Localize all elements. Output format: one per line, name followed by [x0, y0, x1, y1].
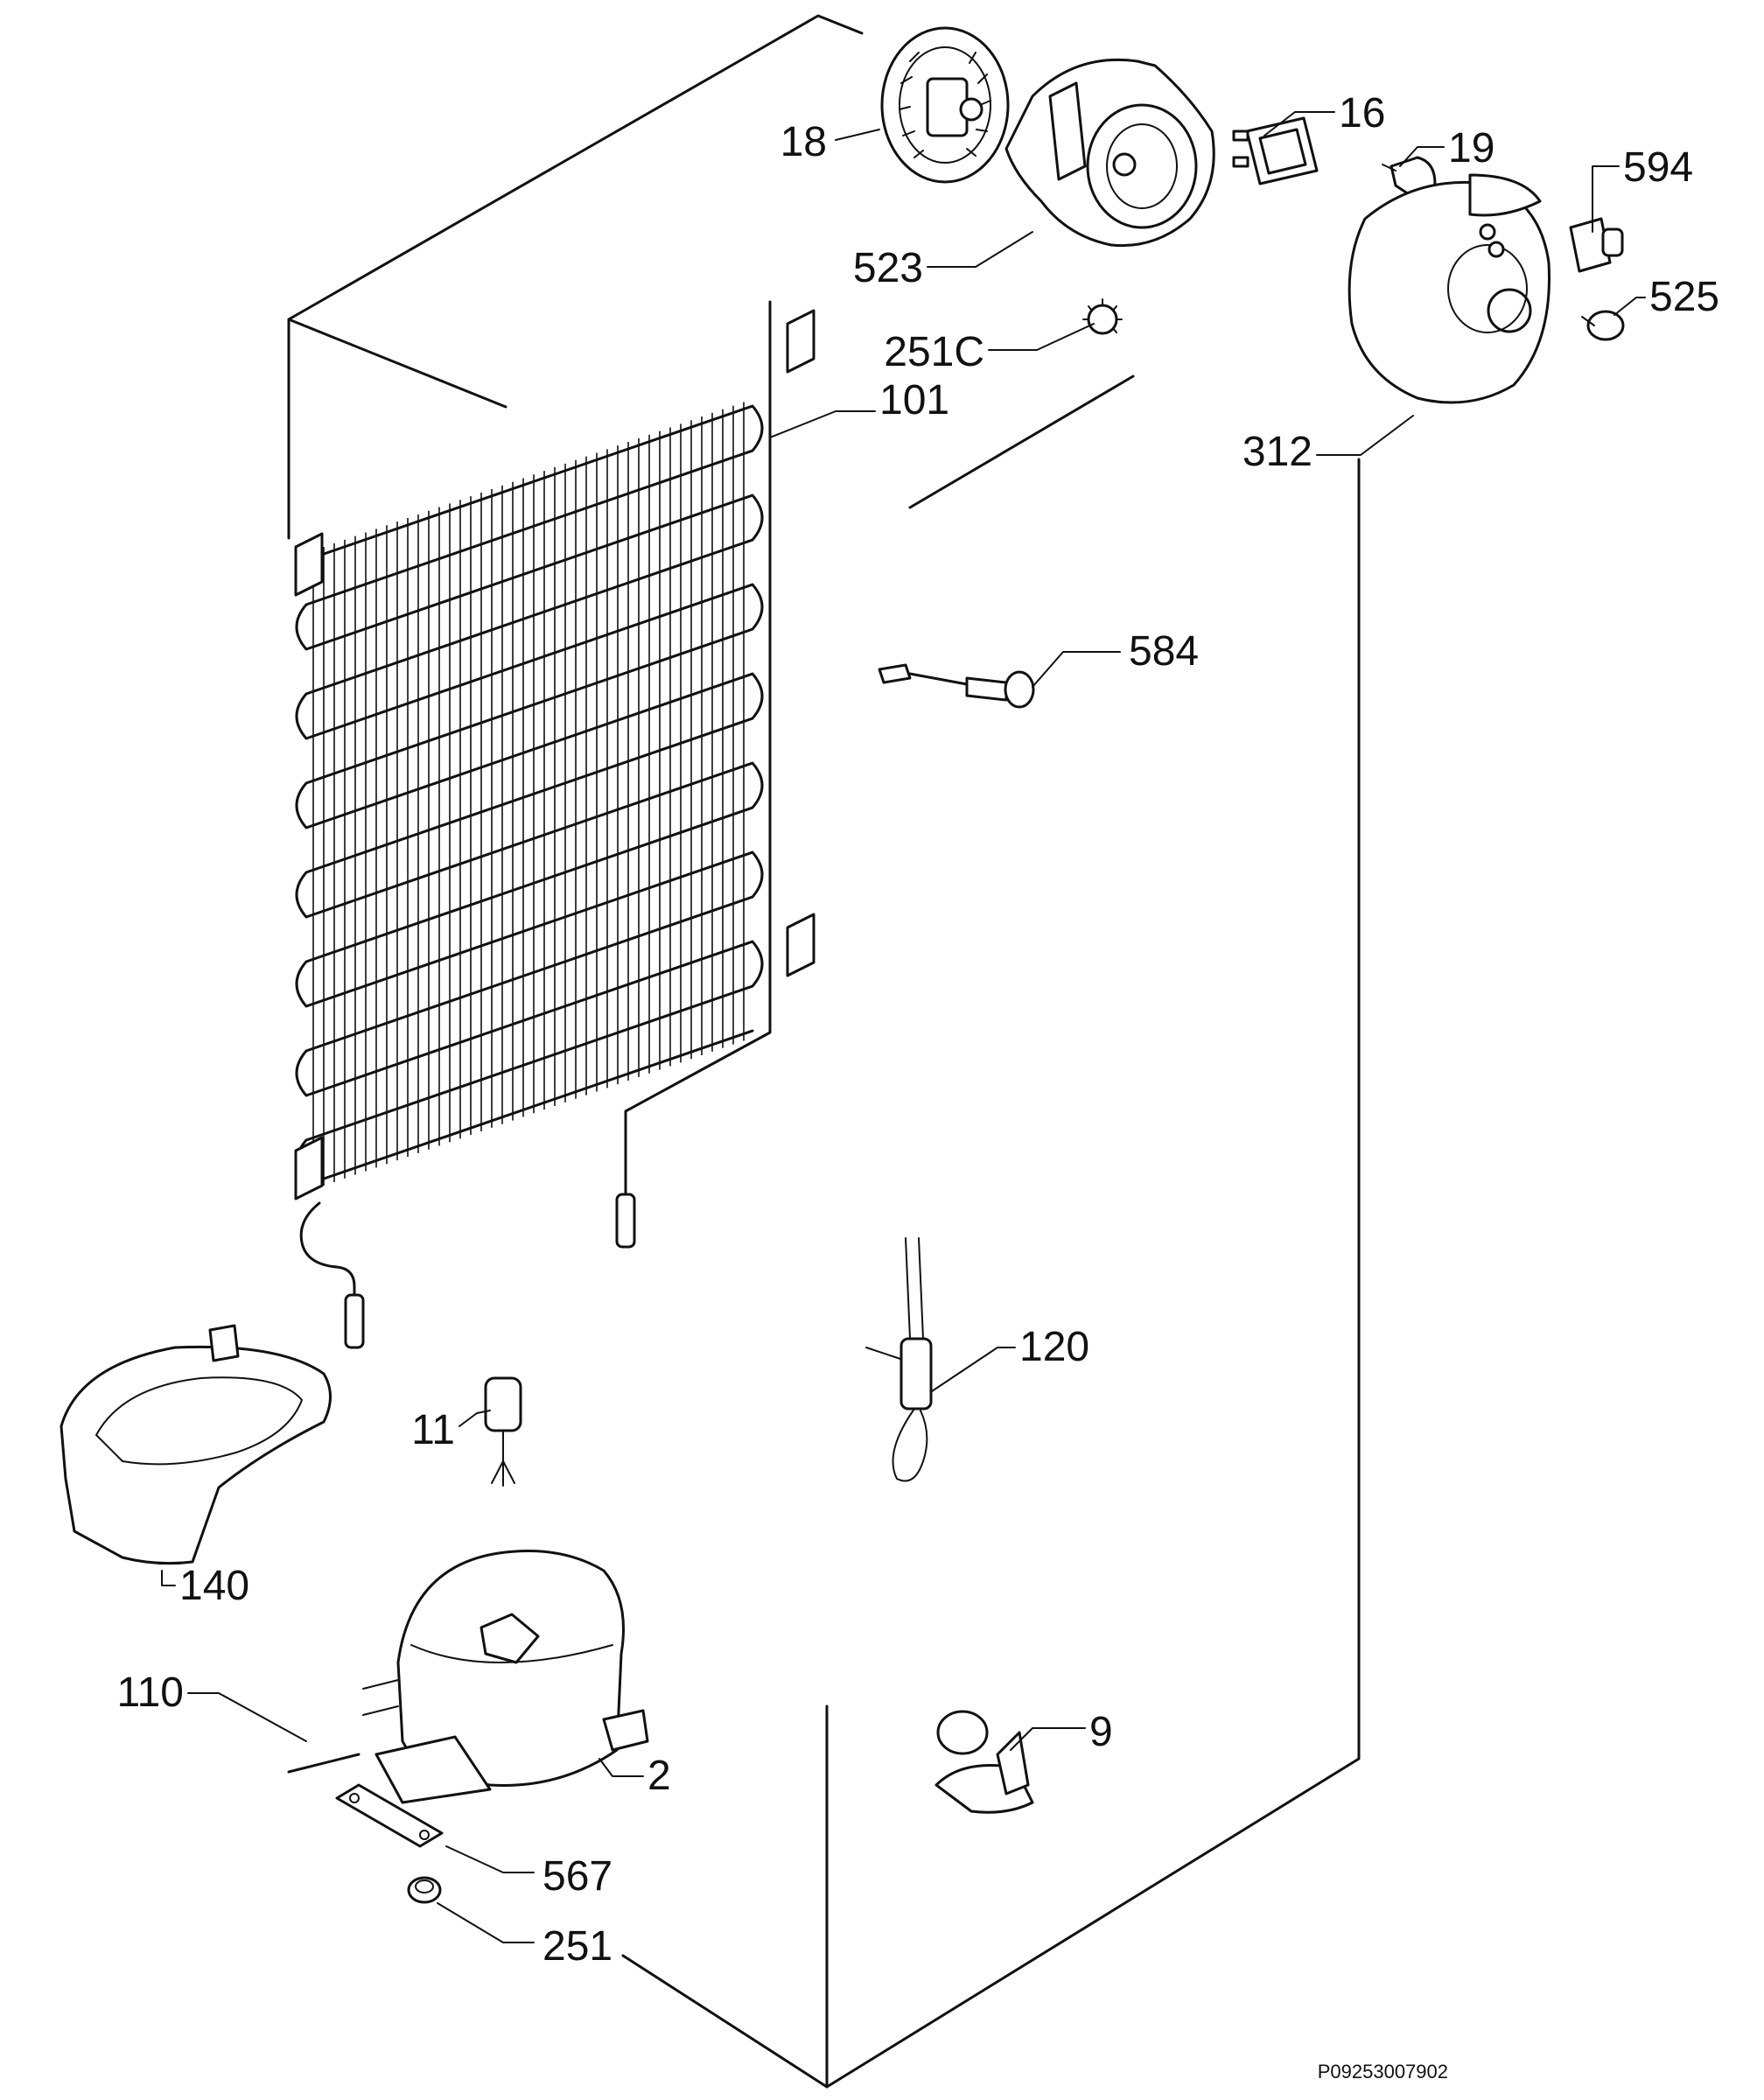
fan-wheel: [880, 26, 1010, 184]
drip-tray: [60, 1324, 332, 1565]
cabinet-outline: [287, 14, 1361, 2089]
label-312: 312: [1242, 429, 1312, 475]
coil-bracket: [786, 913, 816, 977]
label-523: 523: [853, 245, 923, 291]
coil-bracket: [294, 1136, 324, 1200]
condenser-coil: [294, 300, 816, 1349]
label-251: 251: [542, 1923, 612, 1970]
leader-lines: [161, 111, 1646, 1943]
tube-110: [287, 1753, 360, 1774]
label-101: 101: [879, 377, 949, 424]
callout-labels: 18 16 19 594 523 525 251C 101 312 584 12…: [116, 90, 1719, 1970]
coil-bracket: [294, 532, 324, 597]
clip-9: [934, 1710, 1034, 1814]
mounting-plate: [335, 1783, 444, 1848]
label-584: 584: [1129, 628, 1199, 675]
fan-housing: [1004, 58, 1215, 248]
label-140: 140: [179, 1563, 249, 1609]
part-525: [1581, 310, 1625, 341]
label-18: 18: [780, 119, 827, 165]
label-16: 16: [1339, 90, 1385, 136]
label-251c: 251C: [884, 329, 984, 375]
part-11: [484, 1376, 522, 1487]
label-567: 567: [542, 1853, 612, 1900]
part-251c: [1082, 298, 1123, 335]
label-120: 120: [1019, 1324, 1089, 1370]
part-594: [1569, 217, 1624, 273]
coil-bracket: [786, 309, 816, 374]
label-9: 9: [1089, 1709, 1113, 1755]
label-19: 19: [1448, 125, 1494, 172]
drawing-code: P09253007902: [1318, 2061, 1448, 2082]
compressor: [362, 1550, 649, 1804]
part-120: [865, 1237, 933, 1482]
lamp-cover: [1348, 173, 1550, 404]
label-2: 2: [648, 1753, 671, 1799]
label-11: 11: [411, 1407, 455, 1453]
label-525: 525: [1649, 274, 1719, 320]
label-594: 594: [1623, 144, 1693, 191]
label-110: 110: [116, 1670, 184, 1716]
grommet: [407, 1876, 442, 1904]
part-584: [878, 663, 1035, 709]
